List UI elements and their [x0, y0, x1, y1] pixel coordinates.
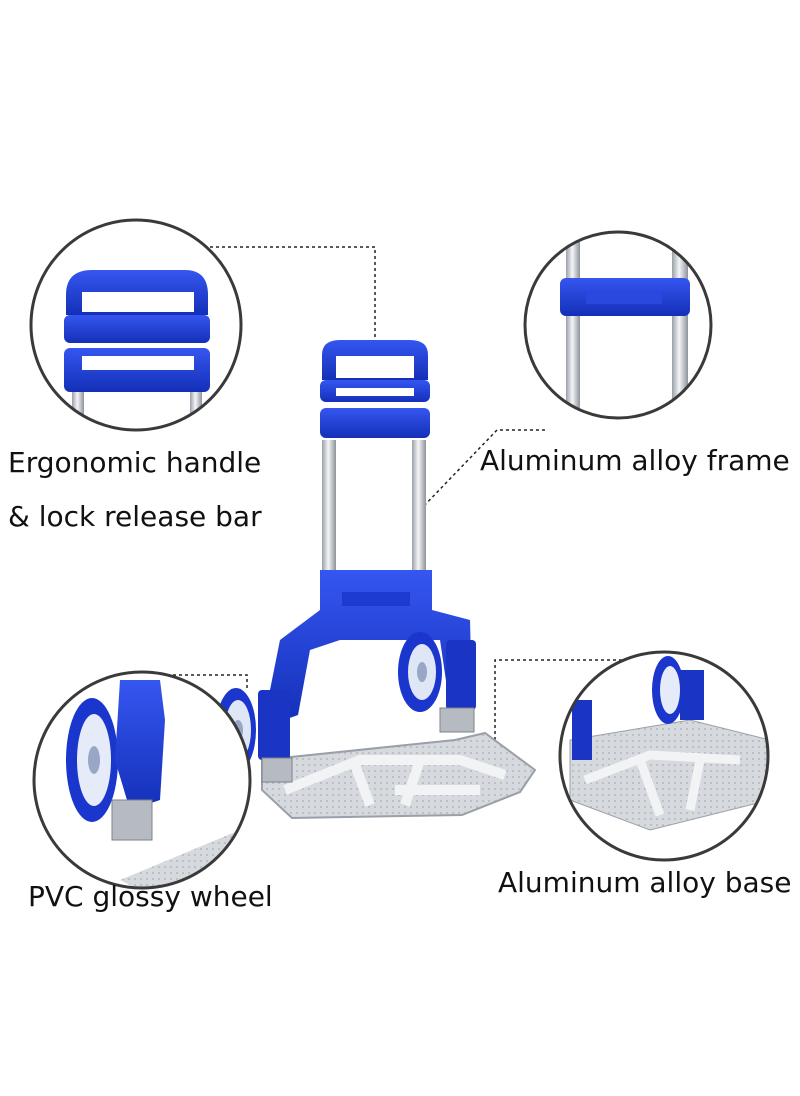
base-plate-cutouts: [283, 755, 507, 807]
handle-bar-2: [320, 408, 430, 438]
leader-wheel: [125, 674, 248, 690]
leader-frame: [419, 429, 545, 511]
handle-label-line1: Ergonomic handle: [8, 446, 262, 479]
base-closeup: [558, 650, 770, 862]
leader-base: [494, 659, 660, 770]
handle-label-line2: & lock release bar: [8, 500, 262, 533]
hand-truck: [216, 340, 537, 820]
right-tube: [412, 440, 426, 580]
frame-label: Aluminum alloy frame: [480, 444, 790, 477]
right-bracket: [446, 640, 476, 710]
base-plate: [261, 731, 537, 820]
leader-handle: [150, 246, 376, 340]
left-tube: [322, 440, 336, 580]
handle-closeup: [29, 218, 243, 432]
left-hinge: [261, 757, 293, 783]
right-hinge: [439, 707, 475, 733]
leader-lines: [125, 246, 660, 770]
base-label: Aluminum alloy base: [498, 866, 792, 899]
lower-frame: [268, 570, 472, 725]
wheel-label: PVC glossy wheel: [28, 880, 273, 913]
frame-closeup: [523, 230, 713, 420]
wheel-closeup: [32, 670, 252, 890]
right-wheel: [398, 632, 442, 712]
left-bracket: [258, 690, 290, 760]
